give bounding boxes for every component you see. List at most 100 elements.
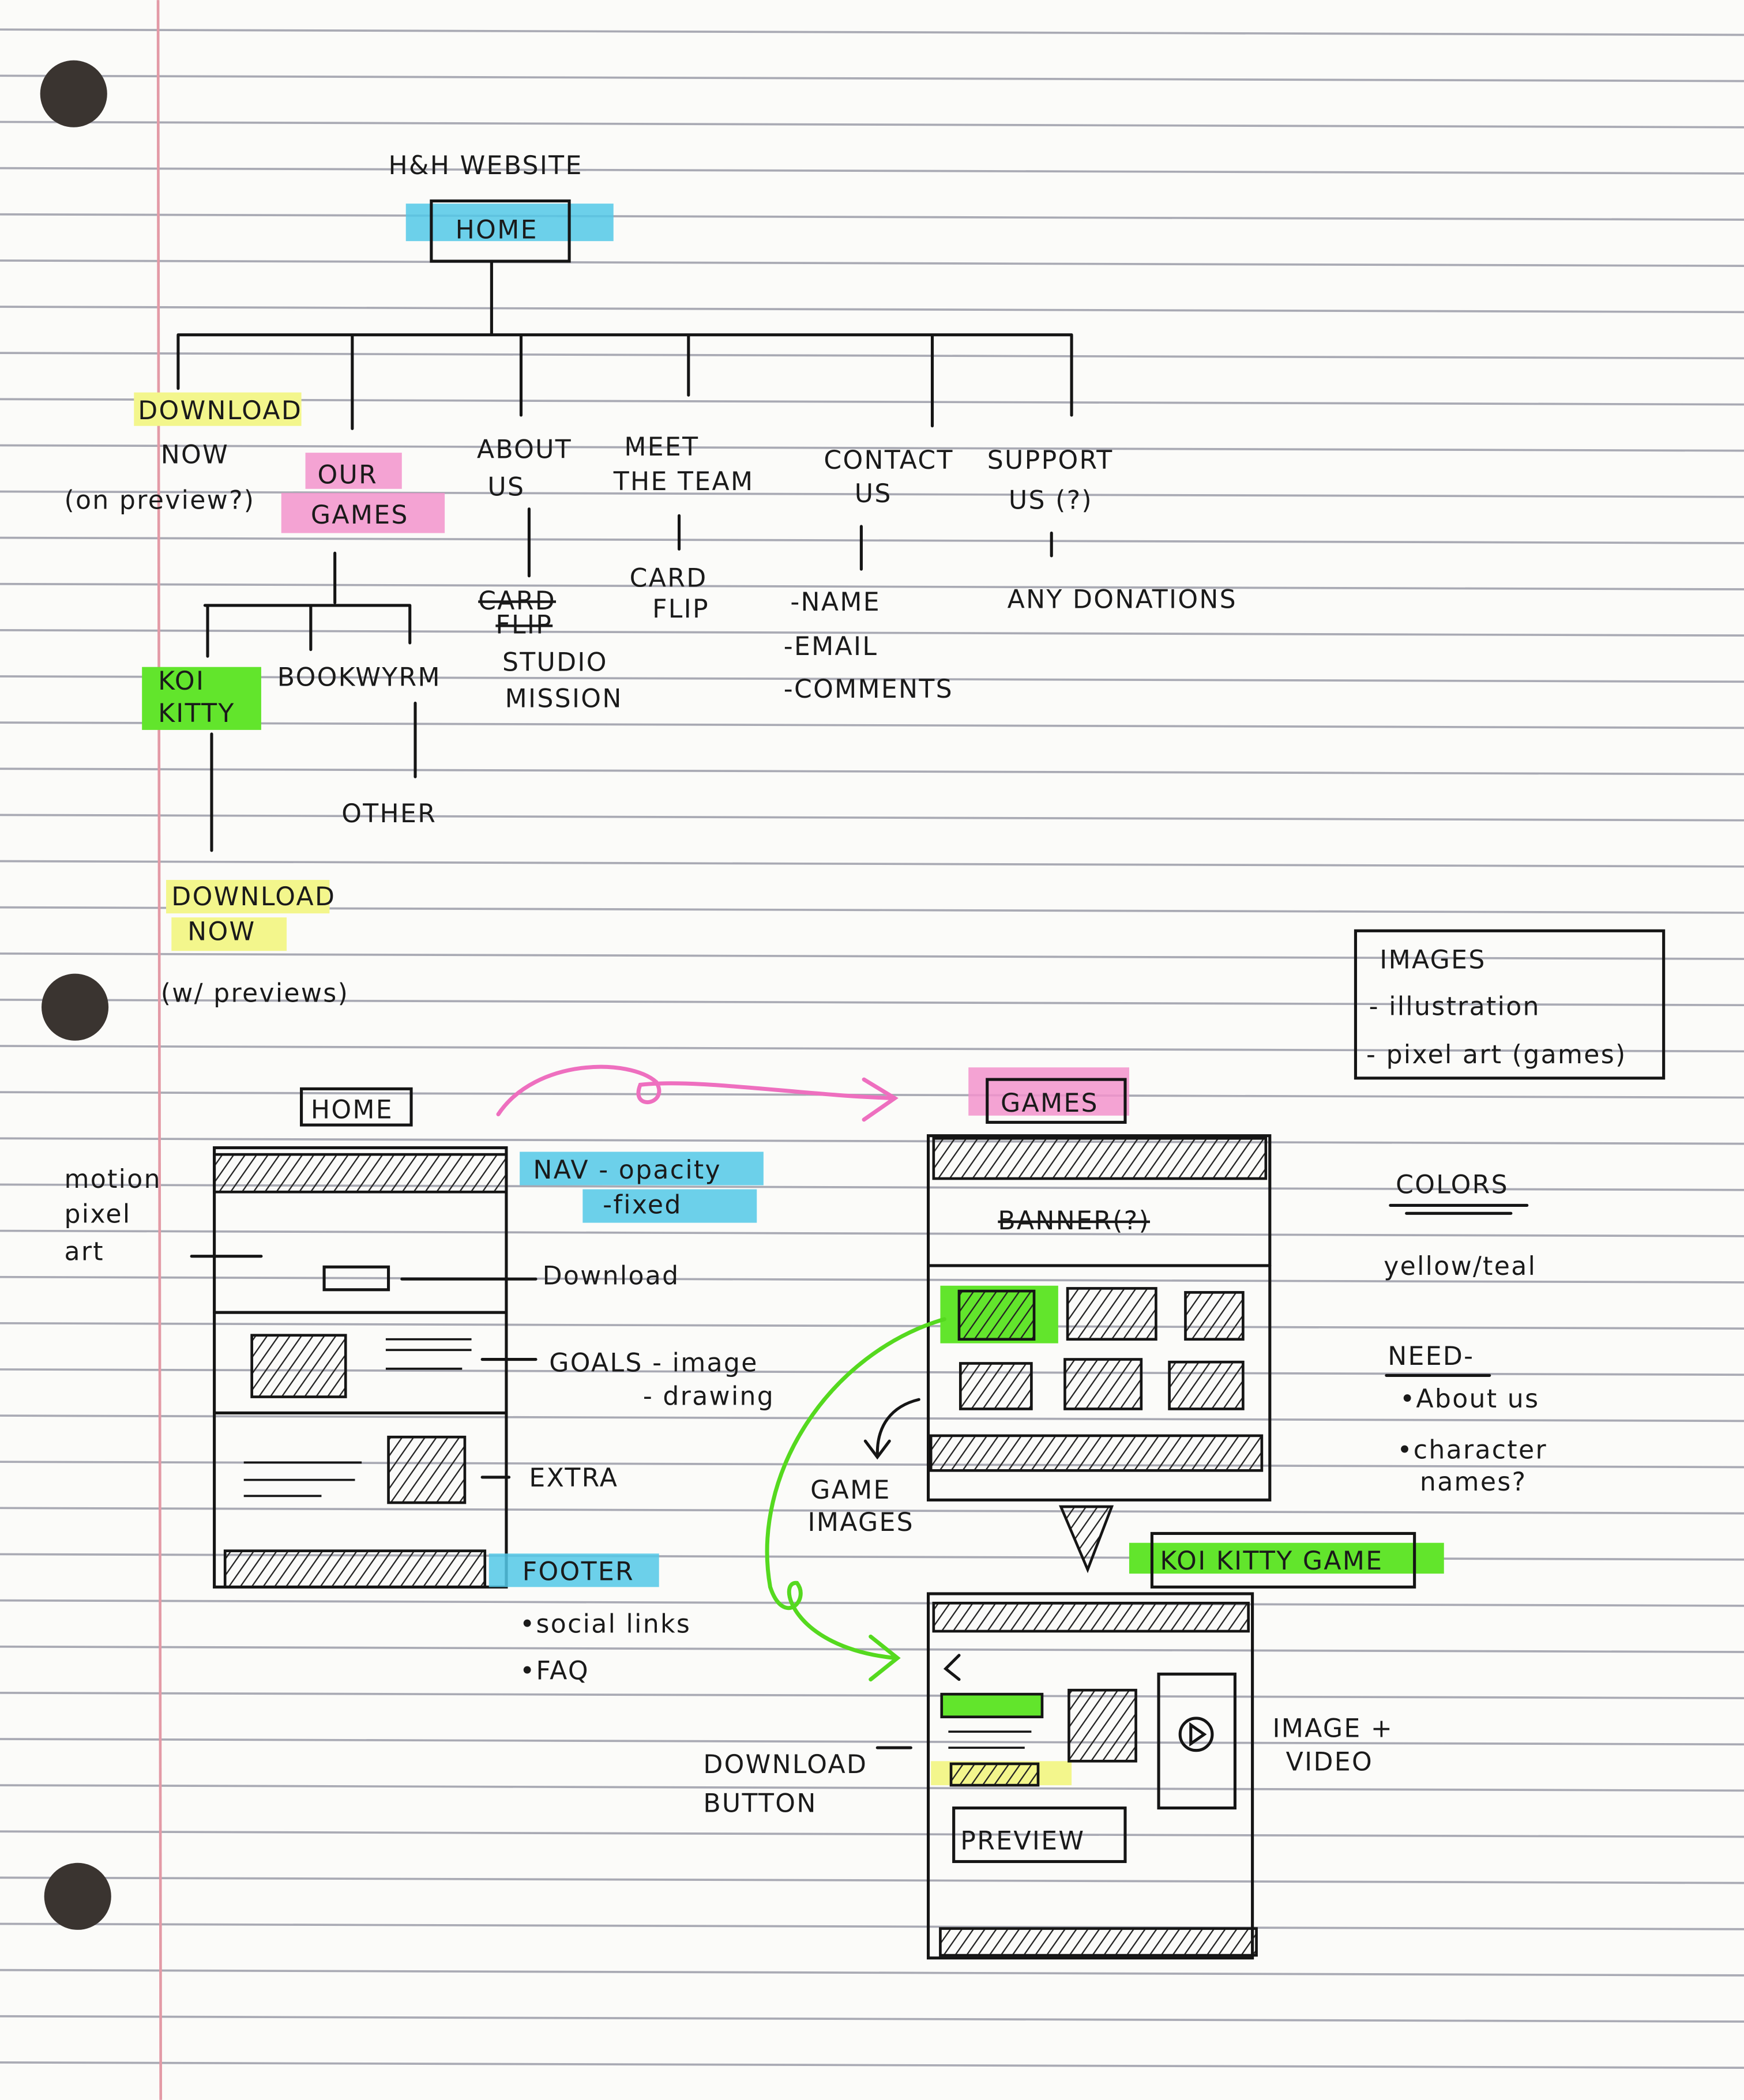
binder-hole	[40, 60, 107, 127]
game-label: KOI KITTY GAME	[1160, 1546, 1383, 1576]
ruled-line	[0, 1830, 1744, 1838]
back-arrow-icon	[943, 1654, 961, 1681]
ruled-line	[0, 490, 1744, 498]
ruled-line	[0, 721, 1744, 729]
footer-item: •social links	[520, 1609, 691, 1639]
extra-note: EXTRA	[529, 1463, 618, 1493]
bookwyrm-node: BOOKWYRM	[277, 663, 441, 692]
images-item: - illustration	[1369, 992, 1540, 1022]
contact-node-line2: US	[855, 479, 892, 509]
koi-download-note: (w/ previews)	[161, 979, 349, 1008]
pointer-arrow	[863, 1398, 920, 1460]
highlight-pink	[281, 492, 445, 533]
highlight-teal	[520, 1151, 764, 1186]
ruled-line	[0, 1229, 1744, 1237]
koi-kitty-node: KOI	[158, 667, 205, 696]
home-label-box	[300, 1087, 413, 1127]
ruled-line	[0, 306, 1744, 314]
sitemap: H&H WEBSITE HOME DOWNLOAD NOW (on previe…	[64, 151, 1237, 1008]
preview-label: PREVIEW	[960, 1827, 1085, 1856]
ruled-line	[0, 1969, 1744, 1977]
video-placeholder	[1157, 1672, 1236, 1810]
about-struck-item: FLIP	[495, 611, 552, 640]
title-bar-green	[940, 1692, 1044, 1718]
margin-line	[156, 0, 163, 2100]
ruled-line	[0, 259, 1744, 267]
media-note: IMAGE +	[1272, 1714, 1393, 1743]
team-node-line2: THE TEAM	[613, 467, 754, 496]
koi-download-node-line2: NOW	[187, 917, 255, 947]
support-node-line2: US (?)	[1009, 486, 1093, 515]
ruled-line	[0, 2061, 1744, 2069]
home-wireframe: HOME motion pixel art NAV - opacity -fix…	[64, 1087, 773, 1686]
ruled-line	[0, 1738, 1744, 1746]
pink-flow-arrow	[496, 1064, 899, 1122]
highlight-green	[142, 667, 261, 730]
home-label: HOME	[311, 1095, 393, 1124]
play-icon-triangle	[1189, 1722, 1207, 1747]
ruled-line	[0, 814, 1744, 822]
download-node-note: (on preview?)	[64, 486, 255, 515]
nav-note: -fixed	[603, 1190, 682, 1220]
game-thumbnail	[1168, 1360, 1245, 1410]
underline	[1389, 1203, 1529, 1215]
binder-hole	[42, 973, 109, 1041]
game-thumbnail	[1063, 1358, 1143, 1410]
ruled-line	[0, 860, 1744, 868]
images-note-box: IMAGES - illustration - pixel art (games…	[1354, 929, 1666, 1080]
ruled-line	[0, 1275, 1744, 1284]
game-images-note: IMAGES	[808, 1508, 914, 1537]
koi-kitty-node-line2: KITTY	[158, 699, 235, 728]
side-notes: COLORS yellow/teal NEED- •About us •char…	[1384, 1171, 1546, 1497]
green-flow-arrow	[765, 1317, 946, 1682]
ruled-line	[0, 1784, 1744, 1792]
ruled-line	[0, 74, 1744, 82]
footer-item: •FAQ	[520, 1657, 589, 1686]
colors-title: COLORS	[1396, 1171, 1509, 1200]
media-note: VIDEO	[1286, 1748, 1373, 1777]
preview-button-sketch	[952, 1807, 1127, 1864]
need-item: names?	[1420, 1467, 1527, 1497]
ruled-lines	[0, 28, 1744, 2069]
contact-field: -NAME	[790, 588, 881, 617]
goals-note: GOALS - image	[549, 1348, 758, 1378]
ruled-line	[0, 28, 1744, 36]
koi-download-node: DOWNLOAD	[171, 882, 336, 912]
images-box-border	[1354, 929, 1666, 1080]
highlight-pink	[305, 453, 402, 489]
game-thumbnail	[959, 1362, 1033, 1410]
ruled-line	[0, 1045, 1744, 1053]
about-child-line2: MISSION	[505, 684, 623, 713]
motion-note: motion	[64, 1165, 161, 1194]
ruled-line	[0, 1091, 1744, 1099]
page-outline	[926, 1592, 1254, 1960]
ruled-line	[0, 1137, 1744, 1145]
other-node: OTHER	[341, 799, 437, 829]
games-node-line2: GAMES	[311, 500, 409, 530]
sitemap-title: H&H WEBSITE	[389, 151, 583, 180]
team-node: MEET	[624, 432, 699, 462]
about-node-line2: US	[487, 472, 525, 502]
binder-hole	[44, 1862, 111, 1930]
text-lines	[948, 1730, 1032, 1749]
highlight-yellow	[134, 392, 302, 426]
footer-hatched	[223, 1549, 487, 1589]
support-node: SUPPORT	[987, 446, 1114, 475]
highlight-teal	[405, 204, 614, 242]
about-node: ABOUT	[477, 435, 572, 464]
contact-field: -COMMENTS	[784, 675, 953, 704]
nav-bar-hatched	[932, 1136, 1268, 1180]
ruled-line	[0, 444, 1744, 452]
ruled-line	[0, 121, 1744, 129]
down-arrow	[1058, 1505, 1114, 1574]
ruled-line	[0, 675, 1744, 683]
ruled-line	[0, 352, 1744, 360]
image-placeholder	[1068, 1688, 1137, 1763]
ruled-line	[0, 629, 1744, 637]
play-icon	[1178, 1717, 1214, 1752]
download-button-sketch	[322, 1265, 390, 1292]
colors-value: yellow/teal	[1384, 1252, 1536, 1281]
ruled-line	[0, 1414, 1744, 1422]
download-button-note: BUTTON	[703, 1789, 817, 1819]
support-child: ANY DONATIONS	[1008, 585, 1237, 615]
